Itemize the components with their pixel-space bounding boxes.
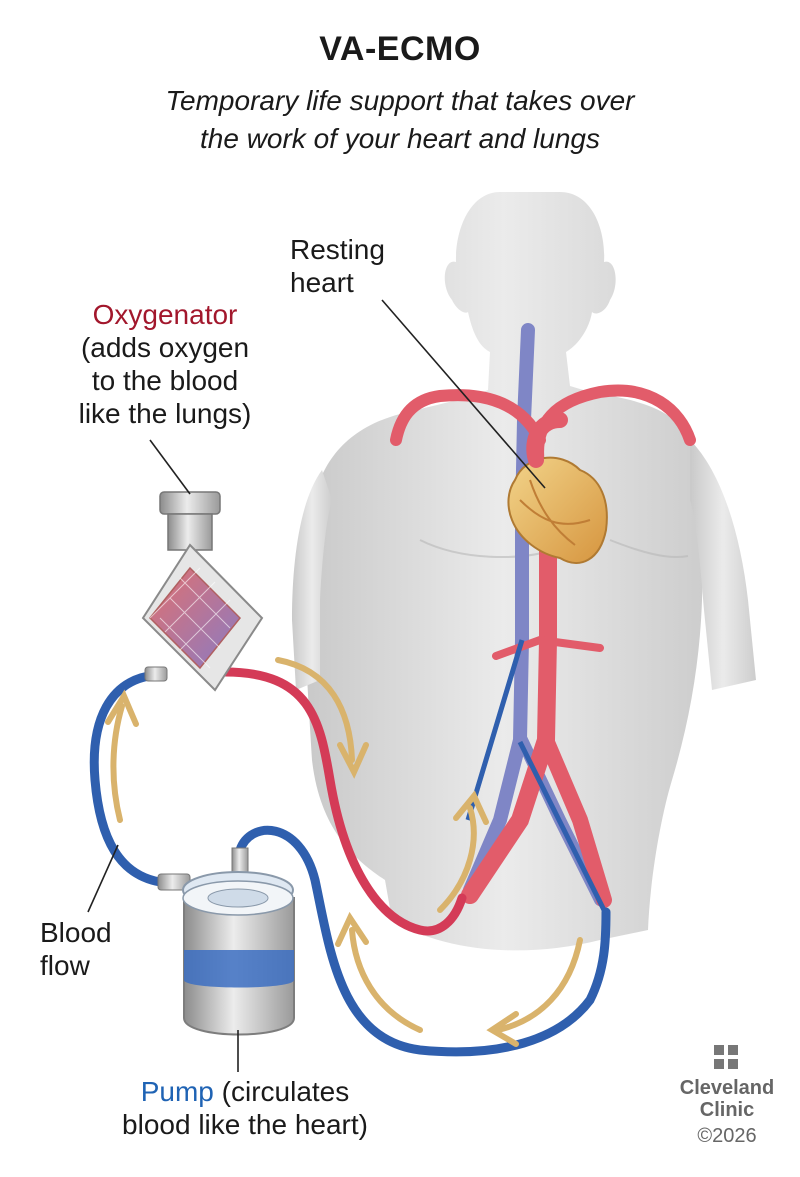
body-silhouette	[292, 192, 756, 951]
pump-label-line-1: Pump (circulates	[85, 1075, 405, 1108]
oxygenator-desc-2: to the blood	[91, 365, 239, 396]
flow-label-line-1: Blood	[40, 917, 112, 948]
pump-device	[157, 847, 295, 1036]
heart-label-line-2: heart	[290, 267, 354, 298]
flow-label-line-2: flow	[40, 950, 90, 981]
subtitle-line-2: the work of your heart and lungs	[199, 123, 600, 154]
oxygenator-label: Oxygenator (adds oxygen to the blood lik…	[20, 298, 310, 430]
logo-line-2: Clinic	[699, 1099, 755, 1121]
pump-desc-1: (circulates	[213, 1076, 350, 1107]
pump-name: Pump	[140, 1076, 214, 1107]
oxygenator-desc-3: like the lungs)	[78, 398, 252, 429]
oxygenator-name: Oxygenator	[92, 299, 238, 330]
page-subtitle: Temporary life support that takes over t…	[0, 82, 800, 158]
logo-line-1: Cleveland	[679, 1077, 775, 1099]
resting-heart	[507, 412, 608, 564]
pump-desc-2: blood like the heart)	[122, 1109, 368, 1140]
leader-lines	[87, 299, 546, 1072]
blood-flow-label: Blood flow	[40, 916, 112, 982]
page-title: VA-ECMO	[319, 30, 481, 68]
oxygenator-device	[141, 491, 264, 692]
heart-label-line-1: Resting	[290, 234, 385, 265]
pump-label: Pump (circulates blood like the heart)	[85, 1075, 405, 1141]
resting-heart-label: Resting heart	[290, 233, 385, 299]
subtitle-line-1: Temporary life support that takes over	[165, 85, 635, 116]
ecmo-tubing	[89, 667, 611, 1057]
blood-flow-arrows	[105, 657, 583, 1047]
oxygenator-desc-1: (adds oxygen	[80, 332, 250, 363]
cleveland-clinic-logo-icon	[714, 1045, 738, 1069]
copyright: ©2026	[697, 1125, 757, 1147]
